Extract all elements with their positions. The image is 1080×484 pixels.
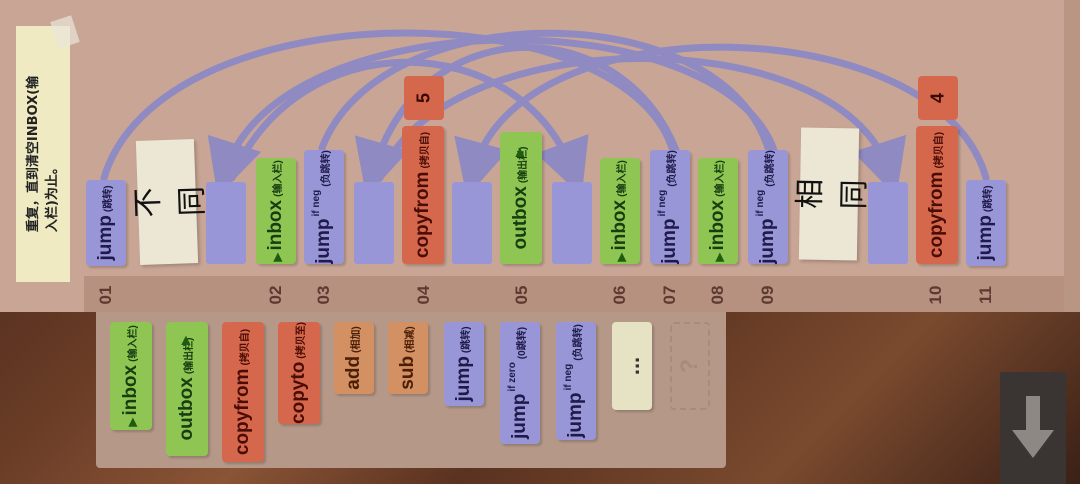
tool-copyto[interactable]: copyto(拷贝至): [278, 322, 320, 424]
line-number: 02: [266, 285, 285, 305]
line-number: 10: [926, 285, 945, 305]
line-number: 06: [610, 285, 629, 305]
tool-add[interactable]: add(相加): [334, 322, 374, 394]
block-outbox-05[interactable]: outbox(输出栏) ▲: [500, 132, 542, 264]
block-inbox-06[interactable]: ▶inbox(输入栏): [600, 158, 640, 264]
block-copyfrom-10[interactable]: copyfrom(拷贝自): [916, 126, 958, 264]
line-number: 07: [660, 285, 679, 305]
scroll-strip[interactable]: [1064, 0, 1080, 312]
tool-inbox[interactable]: ▶inbox(输入栏): [110, 322, 152, 430]
block-inbox-02[interactable]: ▶inbox(输入栏): [256, 158, 296, 264]
jump-target-06: [552, 182, 592, 264]
block-inbox-08[interactable]: ▶inbox(输入栏): [698, 158, 738, 264]
tool-sub[interactable]: sub(相减): [388, 322, 428, 394]
jump-target-05: [452, 182, 492, 264]
arrow-up-icon: ▲: [512, 144, 528, 161]
comment-same[interactable]: 相同: [793, 127, 872, 261]
block-copyfrom-04[interactable]: copyfrom(拷贝自): [402, 126, 444, 264]
line-number: 11: [976, 286, 995, 304]
tool-unknown: ?: [670, 322, 710, 410]
jump-target-10: [868, 182, 908, 264]
operand-tab-04[interactable]: 5: [404, 76, 444, 120]
line-number: 01: [96, 285, 115, 305]
comment-diff[interactable]: 不同: [130, 139, 210, 265]
line-number: 09: [758, 285, 777, 305]
tool-copyfrom[interactable]: copyfrom(拷贝自): [222, 322, 264, 462]
block-jump-11[interactable]: jump(跳转): [966, 180, 1006, 266]
line-number: 05: [512, 285, 531, 305]
scroll-down-button[interactable]: [1000, 372, 1066, 484]
tool-comment[interactable]: ...: [612, 322, 652, 410]
line-number: 04: [414, 285, 433, 305]
line-number: 08: [708, 285, 727, 305]
tool-outbox[interactable]: outbox(输出栏) ▲: [166, 322, 208, 456]
arrow-down-icon: [1012, 396, 1054, 458]
jump-target-02: [206, 182, 246, 264]
operand-tab-10[interactable]: 4: [918, 76, 958, 120]
arrow-up-icon: ▲: [178, 332, 194, 349]
instruction-note: 重复，直到清空INBOX(输入栏)为止。: [16, 26, 70, 282]
tool-jump[interactable]: jump(跳转): [444, 322, 484, 406]
line-number-band: [84, 276, 1064, 312]
jump-target-04: [354, 182, 394, 264]
line-number: 03: [314, 285, 333, 305]
block-jump-01[interactable]: jump(跳转): [86, 180, 126, 266]
